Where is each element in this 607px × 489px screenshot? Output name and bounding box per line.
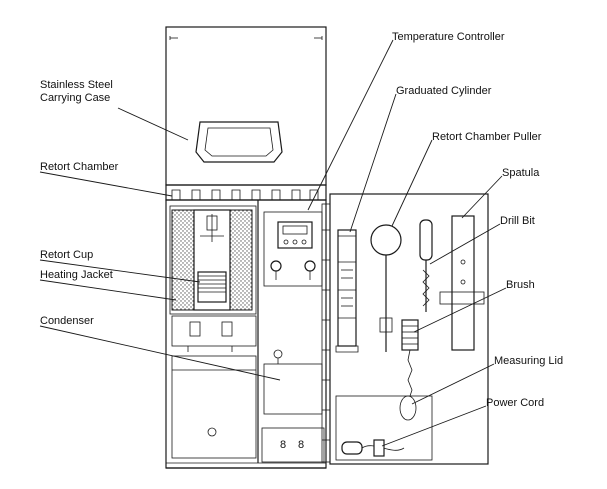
case-lid xyxy=(165,26,327,186)
label-power-cord: Power Cord xyxy=(486,397,544,409)
socket-glyph: 8 xyxy=(298,439,304,451)
socket-glyph: 8 xyxy=(280,439,286,451)
case-body xyxy=(165,199,327,469)
retort-cup xyxy=(197,271,227,303)
power-cord xyxy=(341,439,405,457)
label-temperature-controller: Temperature Controller xyxy=(392,31,505,43)
retort-chamber-puller xyxy=(370,224,402,352)
callout-labels: Temperature Controller Stainless Steel C… xyxy=(40,31,563,409)
lower-left-panel xyxy=(171,355,257,459)
label-brush: Brush xyxy=(506,279,535,291)
graduated-cylinder xyxy=(335,229,359,353)
label-graduated-cylinder: Graduated Cylinder xyxy=(396,85,492,97)
label-drill-bit: Drill Bit xyxy=(500,215,535,227)
temperature-controller xyxy=(263,211,323,287)
case-handle xyxy=(195,121,283,163)
label-condenser: Condenser xyxy=(40,315,94,327)
label-stainless-case-line2: Carrying Case xyxy=(40,92,110,104)
measuring-lid xyxy=(399,395,417,421)
case-rim xyxy=(165,184,327,201)
heating-jacket xyxy=(169,205,257,315)
brush xyxy=(401,319,419,397)
label-heating-jacket: Heating Jacket xyxy=(40,269,113,281)
condenser-unit xyxy=(171,315,257,352)
label-spatula: Spatula xyxy=(502,167,540,179)
switch-box: 8 8 xyxy=(261,349,325,463)
drill-bit xyxy=(419,219,433,312)
label-stainless-case-line1: Stainless Steel xyxy=(40,79,113,91)
leader-lines xyxy=(39,39,507,447)
label-retort-cup: Retort Cup xyxy=(40,249,93,261)
label-retort-chamber-puller: Retort Chamber Puller xyxy=(432,131,542,143)
spatula xyxy=(439,215,485,351)
accessory-door xyxy=(329,193,489,465)
label-measuring-lid: Measuring Lid xyxy=(494,355,563,367)
label-retort-chamber: Retort Chamber xyxy=(40,161,119,173)
